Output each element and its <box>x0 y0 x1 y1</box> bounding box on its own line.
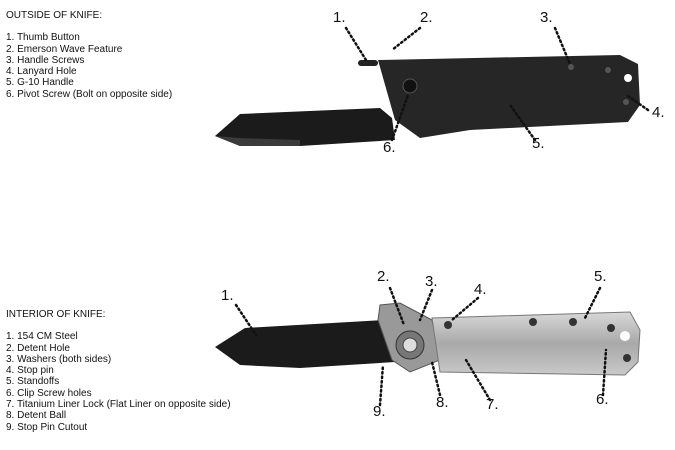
legend-item: 4. Stop pin <box>6 365 54 377</box>
callout-outside-2: 2. <box>420 9 433 26</box>
interior-knife <box>215 302 641 376</box>
legend-item: 8. Detent Ball <box>6 410 67 422</box>
legend-item: 1. 154 CM Steel <box>6 331 78 343</box>
legend-item: 5. Standoffs <box>6 376 60 388</box>
stop-pin-icon <box>444 321 452 329</box>
legend-item: 6. Clip Screw holes <box>6 387 92 399</box>
pivot-screw-icon <box>402 78 418 94</box>
thumb-button-icon <box>358 60 378 66</box>
callout-interior-5: 5. <box>594 268 607 285</box>
g10-handle <box>378 55 640 138</box>
handle-screw-icon <box>568 64 574 70</box>
handle-screw-icon <box>605 67 611 73</box>
callout-outside-1: 1. <box>333 9 346 26</box>
callout-interior-3: 3. <box>425 273 438 290</box>
legend-item: 2. Emerson Wave Feature <box>6 43 123 55</box>
standoff-icon <box>529 318 537 326</box>
interior-legend: INTERIOR OF KNIFE: 1. 154 CM Steel 2. De… <box>6 309 231 433</box>
callout-interior-6: 6. <box>596 391 609 408</box>
callout-interior-1: 1. <box>221 287 234 304</box>
callout-interior-7: 7. <box>486 396 499 413</box>
outside-blade <box>215 108 395 146</box>
interior-blade <box>215 320 405 368</box>
callout-interior-8: 8. <box>436 394 449 411</box>
outside-legend: OUTSIDE OF KNIFE: 1. Thumb Button 2. Eme… <box>6 10 172 100</box>
legend-item: 4. Lanyard Hole <box>6 66 77 78</box>
callout-interior-2: 2. <box>377 268 390 285</box>
callout-outside-6: 6. <box>383 139 396 156</box>
callout-interior-9: 9. <box>373 403 386 420</box>
outside-knife <box>215 55 640 146</box>
legend-item: 5. G-10 Handle <box>6 77 74 89</box>
callout-leaders <box>234 26 650 407</box>
legend-item: 6. Pivot Screw (Bolt on opposite side) <box>6 88 173 100</box>
interior-legend-title: INTERIOR OF KNIFE: <box>6 309 106 320</box>
legend-item: 7. Titanium Liner Lock (Flat Liner on op… <box>6 399 231 411</box>
legend-item: 3. Washers (both sides) <box>6 353 112 365</box>
titanium-liner <box>431 311 641 376</box>
lanyard-hole-icon <box>624 74 632 82</box>
standoff-icon <box>607 324 615 332</box>
legend-item: 1. Thumb Button <box>6 32 80 44</box>
standoff-icon <box>623 354 631 362</box>
callout-interior-4: 4. <box>474 281 487 298</box>
callout-outside-5: 5. <box>532 135 545 152</box>
callout-outside-4: 4. <box>652 104 665 121</box>
legend-item: 3. Handle Screws <box>6 54 85 66</box>
lanyard-hole-icon <box>620 331 630 341</box>
callout-outside-3: 3. <box>540 9 553 26</box>
handle-screw-icon <box>623 99 629 105</box>
legend-item: 9. Stop Pin Cutout <box>6 421 88 433</box>
outside-legend-title: OUTSIDE OF KNIFE: <box>6 10 103 21</box>
standoff-icon <box>569 318 577 326</box>
legend-item: 2. Detent Hole <box>6 342 70 354</box>
